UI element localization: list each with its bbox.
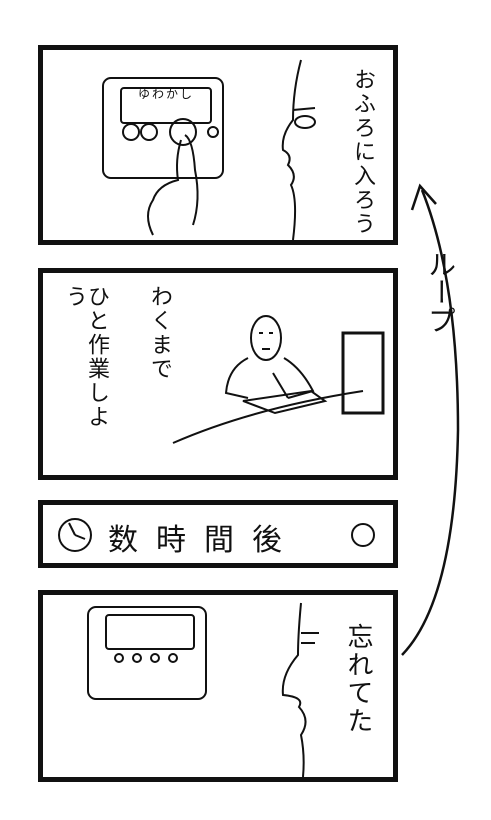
- tablet: [242, 389, 328, 415]
- heater-main-button: [169, 118, 197, 146]
- eyebrow: [292, 107, 316, 111]
- face-profile: [281, 59, 302, 240]
- water-heater-body: [87, 606, 207, 700]
- person-head: [250, 315, 282, 361]
- face-profile: [281, 602, 307, 777]
- desk-edge: [172, 390, 364, 444]
- panel3-drawing: [58, 518, 375, 552]
- dialogue-until-boil: わくまで: [147, 285, 172, 381]
- dialogue-forgot: 忘れてた: [343, 623, 373, 735]
- panel4-drawing: [87, 602, 319, 777]
- panel1-drawing: [102, 59, 316, 240]
- panel-hours-later: 数時間後: [38, 500, 398, 568]
- panel-forgot: 忘れてた: [38, 590, 398, 782]
- pointing-hand: [147, 134, 199, 236]
- heater-button-2: [140, 123, 158, 141]
- pen: [272, 372, 289, 399]
- heater-button-label: ゆわかし: [138, 87, 195, 101]
- dialogue-lets-bathe: おふろに入ろう: [350, 68, 375, 236]
- water-heater-body: [102, 77, 224, 179]
- monitor: [341, 331, 385, 415]
- dialogue-one-task: ひと作業しよう: [62, 285, 109, 429]
- panel-bath-start: ゆわかし おふろに入ろう: [38, 45, 398, 245]
- person-arms: [224, 357, 315, 399]
- water-heater-display: [105, 614, 195, 650]
- heater-button-4: [207, 126, 219, 138]
- clock-small-icon: [351, 523, 375, 547]
- panel-work: わくまで ひと作業しよう: [38, 268, 398, 480]
- loop-label: ループ: [424, 250, 457, 334]
- panel2-drawing: [172, 315, 385, 444]
- water-heater-display: [120, 87, 212, 124]
- loop-arrow-head: [410, 183, 437, 211]
- eye: [294, 115, 316, 129]
- clock-icon: [58, 518, 92, 552]
- caption-several-hours-later: 数時間後: [108, 523, 300, 558]
- heater-button-1: [122, 123, 140, 141]
